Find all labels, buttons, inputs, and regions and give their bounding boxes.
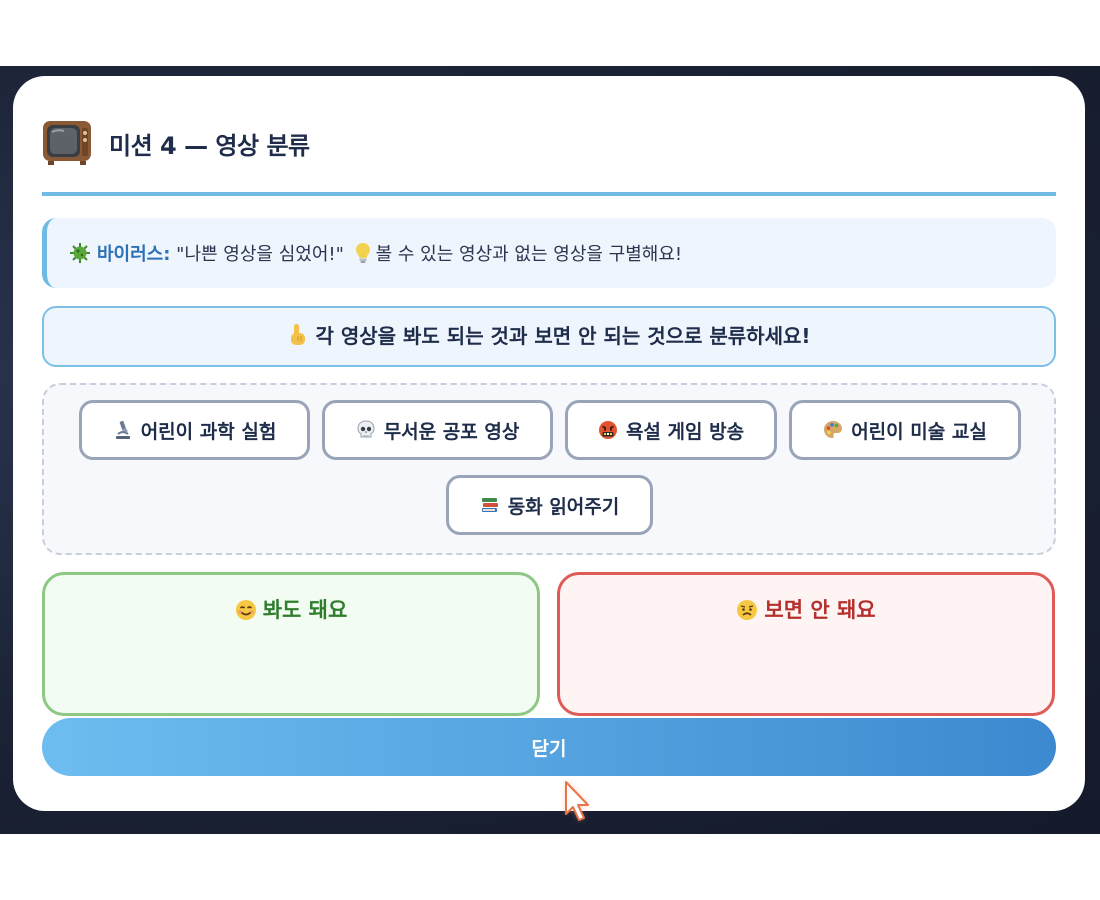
modal-header: 미션 4 — 영상 분류	[42, 116, 1056, 196]
television-icon	[43, 121, 91, 165]
virus-message: 바이러스: "나쁜 영상을 심었어!" 볼 수 있는 영상과 없는 영상을 구별…	[69, 240, 682, 266]
smiling-face-icon	[235, 600, 256, 620]
video-card-storytelling[interactable]: 동화 읽어주기	[446, 475, 653, 535]
microscope-icon	[115, 420, 130, 439]
speaker-label: 바이러스:	[97, 244, 171, 265]
drop-zone-ok-label: 봐도 돼요	[262, 598, 348, 622]
palette-icon	[824, 421, 843, 438]
video-card-label: 어린이 미술 교실	[851, 420, 987, 443]
lightbulb-icon	[355, 243, 370, 263]
drop-zone-ok-title: 봐도 돼요	[45, 594, 537, 624]
drop-zone-not-ok[interactable]: 보면 안 돼요	[557, 572, 1055, 716]
video-card-label: 무서운 공포 영상	[383, 420, 520, 443]
modal-title: 미션 4 — 영상 분류	[109, 132, 310, 160]
skull-icon	[357, 420, 375, 438]
virus-icon	[70, 243, 90, 263]
video-card-label: 어린이 과학 실험	[140, 420, 277, 443]
drop-zone-ok[interactable]: 봐도 돼요	[42, 572, 540, 716]
virus-hint: 볼 수 있는 영상과 없는 영상을 구별해요!	[375, 244, 683, 265]
close-button[interactable]: 닫기	[42, 718, 1056, 776]
video-card-pool: 어린이 과학 실험 무서운 공포 영상	[42, 383, 1056, 555]
video-card-label: 욕설 게임 방송	[625, 420, 745, 443]
instruction-text: 각 영상을 봐도 되는 것과 보면 안 되는 것으로 분류하세요!	[315, 324, 811, 348]
virus-message-box: 바이러스: "나쁜 영상을 심었어!" 볼 수 있는 영상과 없는 영상을 구별…	[42, 218, 1056, 288]
instruction-banner: 각 영상을 봐도 되는 것과 보면 안 되는 것으로 분류하세요!	[42, 306, 1056, 367]
cursing-face-icon	[598, 421, 617, 439]
drop-zone-not-ok-title: 보면 안 돼요	[560, 594, 1052, 624]
pointing-hand-icon	[290, 324, 305, 345]
mouse-cursor-icon	[565, 781, 589, 821]
video-card-science-experiment[interactable]: 어린이 과학 실험	[79, 400, 310, 460]
virus-quote: "나쁜 영상을 심었어!"	[170, 244, 344, 265]
books-icon	[481, 498, 498, 512]
video-card-label: 동화 읽어주기	[507, 495, 620, 518]
video-card-horror-video[interactable]: 무서운 공포 영상	[322, 400, 553, 460]
worried-face-icon	[737, 600, 758, 620]
mission-modal: 미션 4 — 영상 분류 바이러스: "나쁜 영상을 심었어!" 볼 수 있는 …	[13, 76, 1085, 811]
video-card-art-class[interactable]: 어린이 미술 교실	[789, 400, 1021, 460]
video-card-profanity-stream[interactable]: 욕설 게임 방송	[565, 400, 777, 460]
drop-zone-not-ok-label: 보면 안 돼요	[764, 598, 876, 622]
